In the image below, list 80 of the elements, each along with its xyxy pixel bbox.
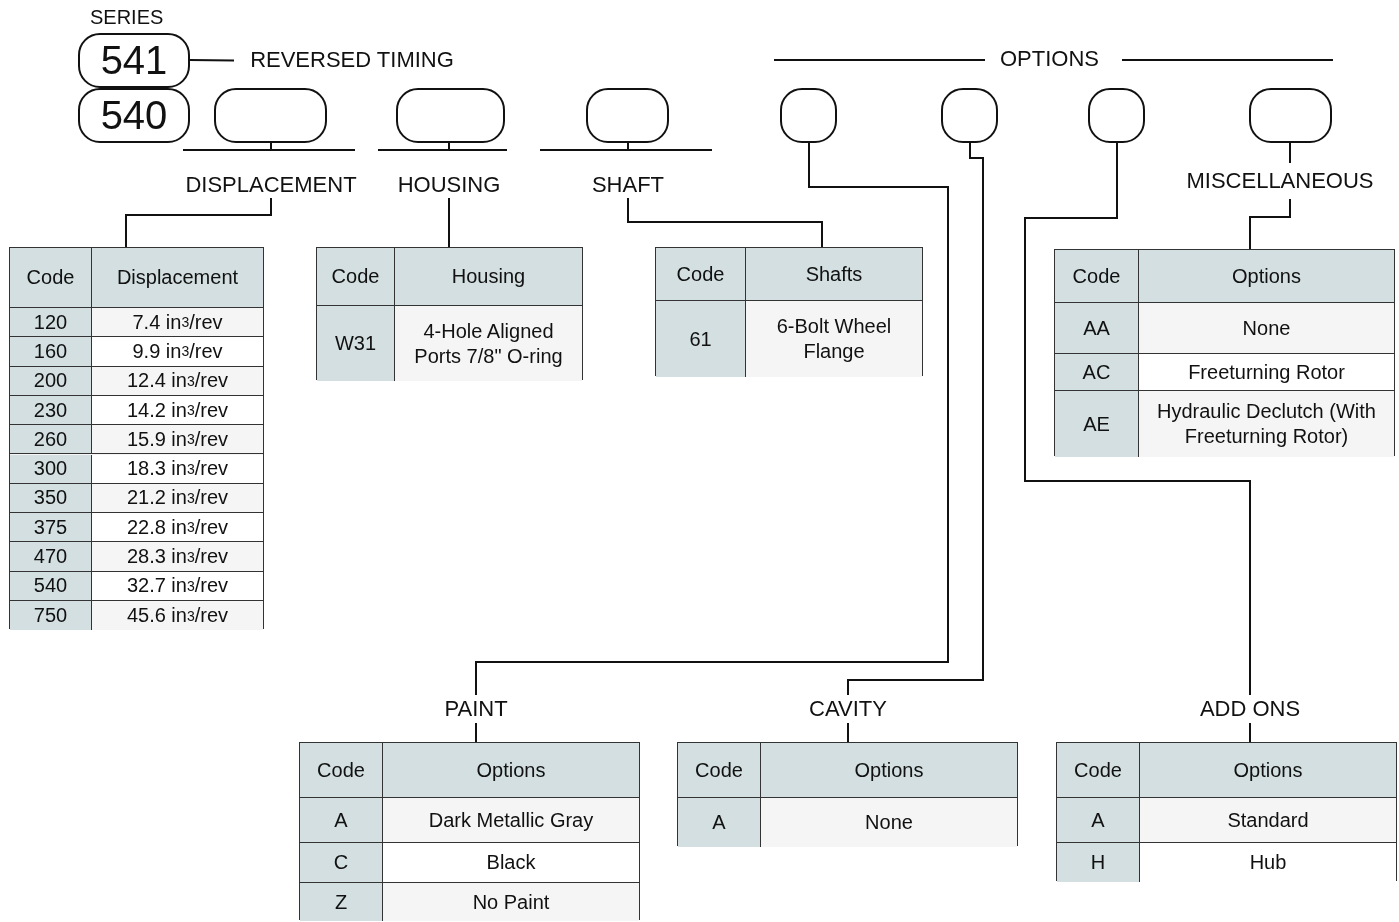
category-label: DISPLACEMENT [185, 172, 357, 198]
category-label: ADD ONS [1199, 696, 1301, 722]
category-label: MISCELLANEOUS [1186, 168, 1374, 194]
table-cell: AA [1055, 303, 1139, 354]
table-cell: 230 [10, 395, 92, 426]
column-header: Displacement [92, 248, 263, 308]
code-table [316, 247, 583, 380]
connector-line [448, 197, 450, 248]
table-cell: H [1057, 843, 1140, 882]
blank-code-box [214, 88, 327, 143]
column-header: Code [317, 248, 395, 306]
column-header: Code [656, 248, 746, 301]
table-cell: 200 [10, 366, 92, 396]
column-header: Housing [395, 248, 582, 306]
code-table [1054, 249, 1395, 456]
category-label: CAVITY [809, 696, 887, 722]
table-cell: Freeturning Rotor [1139, 354, 1394, 391]
code-table [677, 742, 1018, 846]
connector-line [125, 197, 272, 248]
column-header: Code [10, 248, 92, 308]
column-header: Options [1140, 743, 1396, 798]
table-cell: AC [1055, 354, 1139, 391]
table-cell: 540 [10, 571, 92, 601]
connector-line [847, 142, 984, 696]
table-cell: Black [383, 843, 639, 883]
table-cell: 470 [10, 542, 92, 572]
column-header: Options [1139, 250, 1394, 303]
table-cell: Z [300, 883, 383, 921]
connector-line [1024, 142, 1251, 696]
table-cell: A [300, 798, 383, 843]
series-label: SERIES [90, 6, 164, 29]
table-cell: 120 [10, 308, 92, 338]
table-cell: 260 [10, 425, 92, 455]
table-cell: 375 [10, 513, 92, 543]
table-cell: Hub [1140, 843, 1396, 882]
column-header: Code [678, 743, 761, 798]
connector-line [627, 197, 823, 248]
connector-line [475, 722, 477, 743]
connector-line [448, 142, 450, 151]
column-header: Code [1057, 743, 1140, 798]
column-header: Options [761, 743, 1017, 798]
table-cell: 750 [10, 601, 92, 631]
connector-line [847, 722, 849, 743]
code-table [655, 247, 923, 376]
blank-code-box [1088, 88, 1145, 143]
table-cell: 61 [656, 301, 746, 377]
blank-code-box [396, 88, 505, 143]
blank-code-box [941, 88, 998, 143]
category-label: SHAFT [591, 172, 665, 198]
table-cell: AE [1055, 391, 1139, 457]
series-code-box: 540 [78, 88, 190, 143]
column-header: Code [1055, 250, 1139, 303]
column-header: Options [383, 743, 639, 798]
connector-line [1249, 722, 1251, 743]
connector-line [1249, 198, 1291, 250]
connector-line [475, 142, 949, 696]
blank-code-box [586, 88, 669, 143]
table-cell: W31 [317, 306, 395, 381]
blank-code-box [1249, 88, 1332, 143]
code-table [1056, 742, 1397, 881]
connector-line [627, 142, 629, 151]
table-cell: 300 [10, 454, 92, 484]
connector-line [270, 142, 272, 151]
category-label: PAINT [444, 696, 508, 722]
series-code-box: 541 [78, 33, 190, 88]
table-cell: C [300, 843, 383, 883]
table-cell: 350 [10, 483, 92, 514]
table-cell: 160 [10, 337, 92, 367]
code-table [299, 742, 640, 920]
blank-code-box [780, 88, 837, 143]
column-header: Code [300, 743, 383, 798]
group-label: OPTIONS [1000, 46, 1099, 72]
category-label: HOUSING [397, 172, 501, 198]
connector-line [189, 59, 235, 62]
category-label: REVERSED TIMING [250, 47, 454, 73]
code-table [9, 247, 264, 630]
connector-line [1289, 142, 1291, 164]
table-cell: A [678, 798, 761, 847]
table-cell: A [1057, 798, 1140, 843]
column-header: Shafts [746, 248, 922, 301]
